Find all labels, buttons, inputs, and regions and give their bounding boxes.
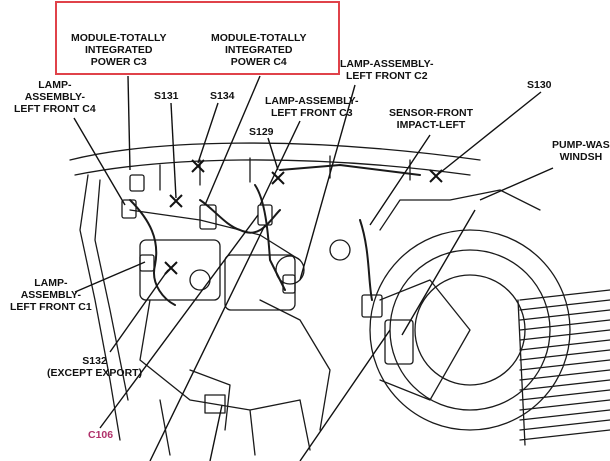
- label-s131: S131: [154, 90, 179, 102]
- highlight-box: [55, 1, 340, 75]
- label-lamp-left-front-c4: LAMP- ASSEMBLY- LEFT FRONT C4: [14, 79, 96, 115]
- label-module-c3: MODULE-TOTALLY INTEGRATED POWER C3: [71, 32, 167, 68]
- label-sensor-front-impact-left: SENSOR-FRONT IMPACT-LEFT: [389, 107, 473, 131]
- label-s130: S130: [527, 79, 552, 91]
- label-lamp-left-front-c3: LAMP-ASSEMBLY- LEFT FRONT C3: [265, 95, 359, 119]
- label-c106: C106: [88, 429, 114, 441]
- splice-marks: [164, 159, 443, 275]
- label-s129: S129: [249, 126, 274, 138]
- label-s134: S134: [210, 90, 235, 102]
- label-pump-washer: PUMP-WAS WINDSH: [552, 139, 610, 163]
- label-module-c4: MODULE-TOTALLY INTEGRATED POWER C4: [211, 32, 307, 68]
- label-lamp-left-front-c1: LAMP- ASSEMBLY- LEFT FRONT C1: [10, 277, 92, 313]
- label-s132-except-export: S132 (EXCEPT EXPORT): [47, 355, 143, 379]
- label-lamp-left-front-c2: LAMP-ASSEMBLY- LEFT FRONT C2: [340, 58, 434, 82]
- upper-support: [69, 142, 481, 161]
- leader-lines: [73, 75, 554, 461]
